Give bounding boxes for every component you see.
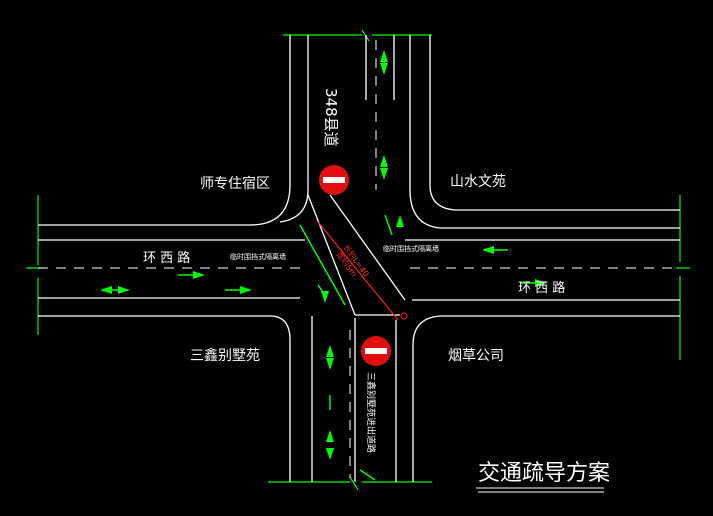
direction-arrow-icon (482, 246, 494, 254)
direction-arrow-icon (321, 291, 329, 303)
direction-arrow-icon (193, 271, 205, 279)
direction-arrow-icon (380, 155, 388, 167)
area-bottom-right-label: 烟草公司 (448, 348, 504, 364)
area-top-left-label: 师专住宿区 (200, 175, 270, 192)
temp-sign-left-label: 临时围挡式隔离墙 (230, 252, 286, 261)
direction-arrows (100, 50, 547, 460)
direction-arrow-icon (326, 430, 334, 442)
direction-arrow-icon (326, 345, 334, 357)
temp-sign-right-label: 临时围挡式隔离墙 (383, 244, 439, 253)
road-bottom-label: 三鑫别墅苑进出道路 (365, 372, 377, 453)
arrow-shafts (112, 62, 535, 410)
center-lines (38, 40, 680, 478)
direction-arrow-icon (240, 286, 252, 294)
barrier-lines (299, 214, 393, 481)
plan-title: 交通疏导方案 (478, 461, 610, 486)
direction-arrow-icon (380, 50, 388, 62)
no-entry-sign-icon (319, 165, 349, 195)
road-edges (38, 35, 680, 482)
direction-arrow-icon (380, 168, 388, 180)
direction-arrow-icon (326, 358, 334, 370)
direction-arrow-icon (326, 448, 334, 460)
road-huanxi-left-label: 环 西 路 (143, 250, 190, 266)
direction-arrow-icon (396, 215, 404, 227)
area-top-right-label: 山水文苑 (450, 174, 506, 190)
direction-arrow-icon (380, 63, 388, 75)
no-entry-sign-icon (361, 336, 391, 366)
road-348-label: 348县道 (322, 88, 340, 147)
measure-point (400, 312, 408, 320)
measure-line (317, 221, 399, 321)
direction-arrow-icon (100, 286, 112, 294)
boundary-lines (26, 29, 690, 491)
direction-arrow-icon (535, 279, 547, 287)
road-huanxi-right-label: 环 西 路 (518, 280, 565, 296)
area-bottom-left-label: 三鑫别墅苑 (190, 347, 260, 364)
